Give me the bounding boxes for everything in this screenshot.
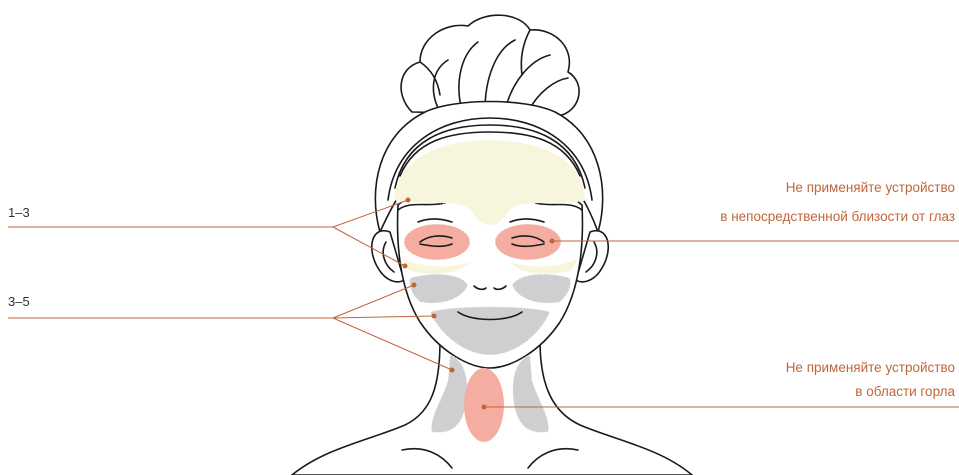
zone-eye-left: [404, 224, 470, 260]
leader-lines-1-3: [8, 198, 411, 269]
zone-label-3-5: 3–5: [8, 294, 30, 309]
warning-eyes-line1: Не применяйте устройство: [786, 180, 955, 195]
leader-lines-3-5: [8, 283, 455, 373]
warning-throat-line1: Не применяйте устройство: [786, 360, 955, 375]
warning-throat-line2: в области горла: [855, 384, 955, 399]
leader-line-eyes: [550, 239, 959, 244]
hair-bun: [401, 15, 579, 115]
warning-eyes-line2: в непосредственной близости от глаз: [720, 209, 955, 224]
zone-label-1-3: 1–3: [8, 205, 30, 220]
